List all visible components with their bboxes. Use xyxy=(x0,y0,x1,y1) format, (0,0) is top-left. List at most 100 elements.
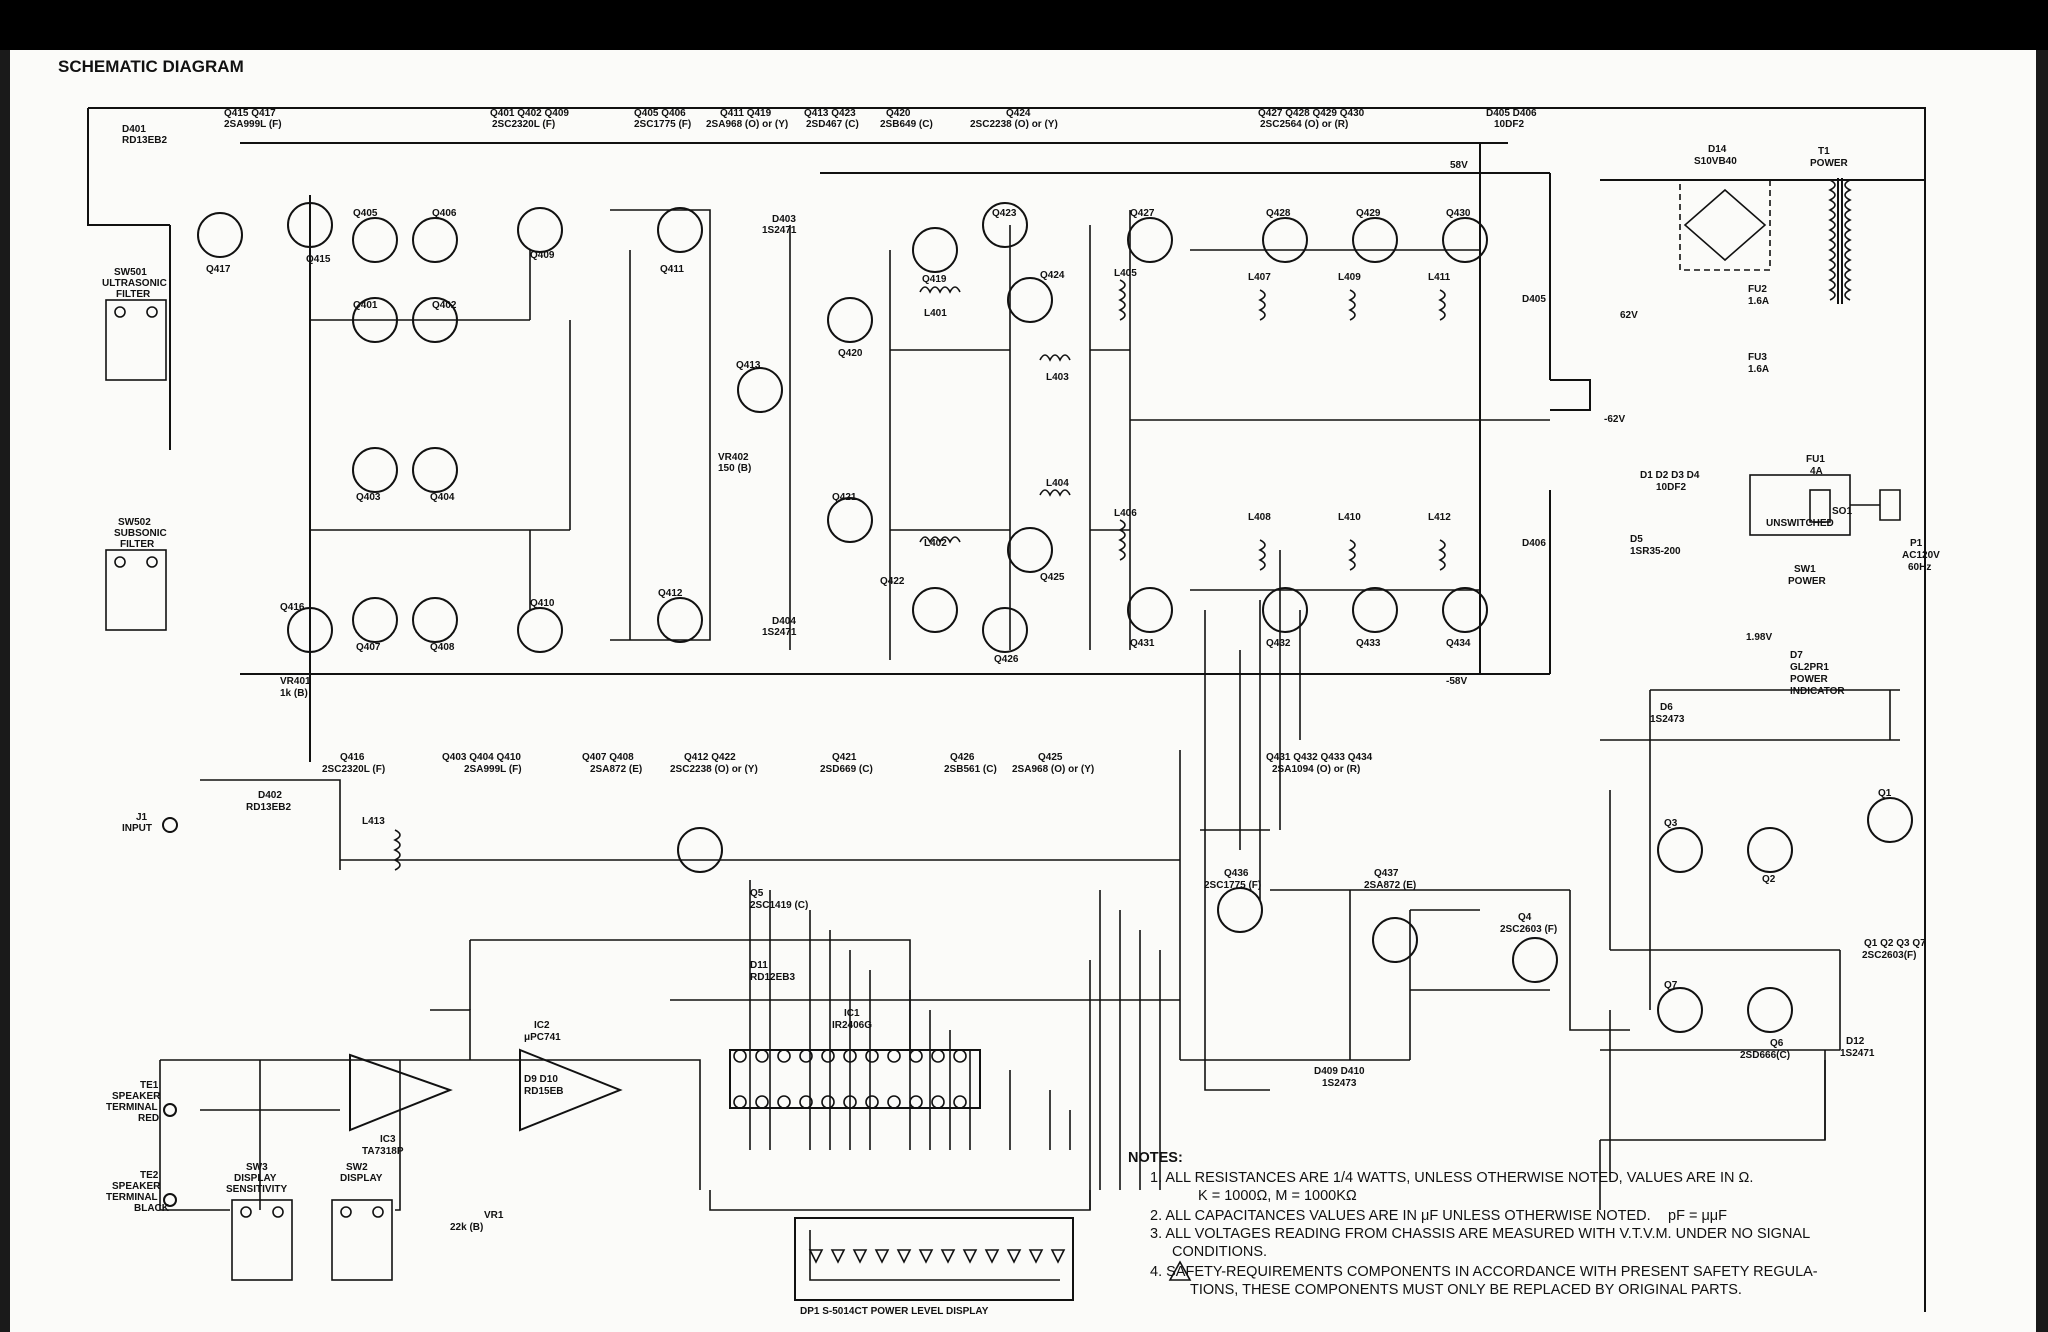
q431-label: Q431 xyxy=(1130,638,1155,649)
q437-label-2: 2SA872 (E) xyxy=(1364,880,1416,891)
q425-label: Q425 xyxy=(1040,572,1065,583)
q416-label: Q416 xyxy=(280,602,305,613)
l412-label: L412 xyxy=(1428,512,1451,523)
q405-label: Q405 xyxy=(353,208,378,219)
sw501-label-3: FILTER xyxy=(116,289,151,300)
mid-labels: Q416 2SC2320L (F) Q403 Q404 Q410 2SA999L… xyxy=(322,752,1373,775)
left-edge xyxy=(0,50,10,1332)
d6-label: D6 xyxy=(1660,702,1673,713)
q422-label: Q422 xyxy=(880,576,905,587)
switch-labels: SW501 ULTRASONIC FILTER SW502 SUBSONIC F… xyxy=(102,267,383,1214)
mid-label-a: Q412 Q422 xyxy=(684,752,736,763)
header-label-a: Q424 xyxy=(1006,108,1031,119)
t1-label: T1 xyxy=(1818,146,1830,157)
l407-label: L407 xyxy=(1248,272,1271,283)
fu3-label: FU3 xyxy=(1748,352,1767,363)
mid-label-a: Q421 xyxy=(832,752,857,763)
header-label-a: Q401 Q402 Q409 xyxy=(490,108,569,119)
note-2: 2. ALL CAPACITANCES VALUES ARE IN μF UNL… xyxy=(1150,1208,1651,1224)
header-label-b: 2SC2320L (F) xyxy=(492,119,555,130)
fu2-label-2: 1.6A xyxy=(1748,296,1769,307)
terminal-symbols xyxy=(162,817,178,1207)
note-1: 1. ALL RESISTANCES ARE 1/4 WATTS, UNLESS… xyxy=(1150,1170,1753,1186)
so1-label-2: UNSWITCHED xyxy=(1766,518,1834,529)
mid-label-b: 2SC2320L (F) xyxy=(322,764,385,775)
ic2-symbol xyxy=(519,1048,623,1132)
q436-label-2: 2SC1775 (F) xyxy=(1204,880,1261,891)
q432-label: Q432 xyxy=(1266,638,1291,649)
te1-terminal xyxy=(163,1103,177,1117)
ic1-label-2: IR2406G xyxy=(832,1020,872,1031)
q6-label-2: 2SD666(C) xyxy=(1740,1050,1790,1061)
v198-label: 1.98V xyxy=(1746,632,1772,643)
ic2-label-2: μPC741 xyxy=(524,1032,561,1043)
fu2-label: FU2 xyxy=(1748,284,1767,295)
header-label-b: 2SA968 (O) or (Y) xyxy=(706,119,788,130)
q5-label: Q5 xyxy=(750,888,764,899)
d11-label-2: RD12EB3 xyxy=(750,972,795,983)
d12-label-2: 1S2471 xyxy=(1840,1048,1875,1059)
header-label-b: 2SB649 (C) xyxy=(880,119,933,130)
te1-label: TE1 xyxy=(140,1080,159,1091)
q5-label-2: 2SC1419 (C) xyxy=(750,900,808,911)
notes: NOTES: 1. ALL RESISTANCES ARE 1/4 WATTS,… xyxy=(1128,1150,1818,1298)
ic3-label: IC3 xyxy=(380,1134,396,1145)
mid-label-a: Q416 xyxy=(340,752,365,763)
so1-label: SO1 xyxy=(1832,506,1852,517)
mid-label-b: 2SD669 (C) xyxy=(820,764,873,775)
schematic-svg: SCHEMATIC DIAGRAM xyxy=(58,57,1940,1317)
q428-label: Q428 xyxy=(1266,208,1291,219)
mid-label-b: 2SC2238 (O) or (Y) xyxy=(670,764,758,775)
vm62-label: -62V xyxy=(1604,414,1625,425)
sw501-label: SW501 xyxy=(114,267,147,278)
q-note-label: Q1 Q2 Q3 Q7 xyxy=(1864,938,1926,949)
te2-label-4: BLACK xyxy=(134,1203,170,1214)
ic3-label-2: TA7318P xyxy=(362,1146,404,1157)
d6-label-2: 1S2473 xyxy=(1650,714,1685,725)
header-label-a: Q415 Q417 xyxy=(224,108,276,119)
d14-label: D14 xyxy=(1708,144,1727,155)
d403-label-a: D403 xyxy=(772,214,796,225)
safety-warning-icon xyxy=(1168,1260,1192,1281)
header-label-b: 2SA999L (F) xyxy=(224,119,282,130)
sw501-label-2: ULTRASONIC xyxy=(102,278,167,289)
q7-label: Q7 xyxy=(1664,980,1678,991)
sw3-label-2: DISPLAY xyxy=(234,1173,277,1184)
fu1-label: FU1 xyxy=(1806,454,1825,465)
q4-label: Q4 xyxy=(1518,912,1532,923)
header-label-a: Q411 Q419 xyxy=(720,108,772,119)
d7-label-2: GL2PR1 xyxy=(1790,662,1829,673)
p1-label-2: AC120V xyxy=(1902,550,1940,561)
note-1b: K = 1000Ω, M = 1000KΩ xyxy=(1198,1188,1357,1204)
sw502-label-2: SUBSONIC xyxy=(114,528,167,539)
rail-pos-label: 58V xyxy=(1450,160,1468,171)
header-label-a: D405 D406 xyxy=(1486,108,1537,119)
d402-label-b: RD13EB2 xyxy=(246,802,291,813)
d405-label: D405 xyxy=(1522,294,1546,305)
sw3-label: SW3 xyxy=(246,1162,268,1173)
header-label-a: Q413 Q423 xyxy=(804,108,856,119)
d7-label-4: INDICATOR xyxy=(1790,686,1845,697)
d402-label-a: D402 xyxy=(258,790,282,801)
q424-label: Q424 xyxy=(1040,270,1065,281)
vr401-label-a: VR401 xyxy=(280,676,311,687)
header-label-b: RD13EB2 xyxy=(122,135,167,146)
te1-label-2: SPEAKER xyxy=(112,1091,161,1102)
l405-label: L405 xyxy=(1114,268,1137,279)
right-edge xyxy=(2036,50,2048,1332)
transistor-symbols xyxy=(197,202,1913,1033)
ic1-symbol xyxy=(729,1049,981,1109)
d409-label-2: 1S2473 xyxy=(1322,1078,1357,1089)
q408-label: Q408 xyxy=(430,642,455,653)
note-3b: CONDITIONS. xyxy=(1172,1244,1267,1260)
sw3-label-3: SENSITIVITY xyxy=(226,1184,287,1195)
l408-label: L408 xyxy=(1248,512,1271,523)
component-labels: D403 1S2471 D404 1S2471 D405 D406 D402 R… xyxy=(246,214,1546,1233)
q410-label: Q410 xyxy=(530,598,555,609)
q406-label: Q406 xyxy=(432,208,457,219)
t1-label-2: POWER xyxy=(1810,158,1849,169)
p1-label-3: 60Hz xyxy=(1908,562,1931,573)
q411-label: Q411 xyxy=(660,264,684,275)
note-4: 4. SAFETY-REQUIREMENTS COMPONENTS IN ACC… xyxy=(1150,1264,1818,1280)
power-labels: D14 S10VB40 T1 POWER FU1 4A FU2 1.6A FU3… xyxy=(1446,144,1940,1061)
